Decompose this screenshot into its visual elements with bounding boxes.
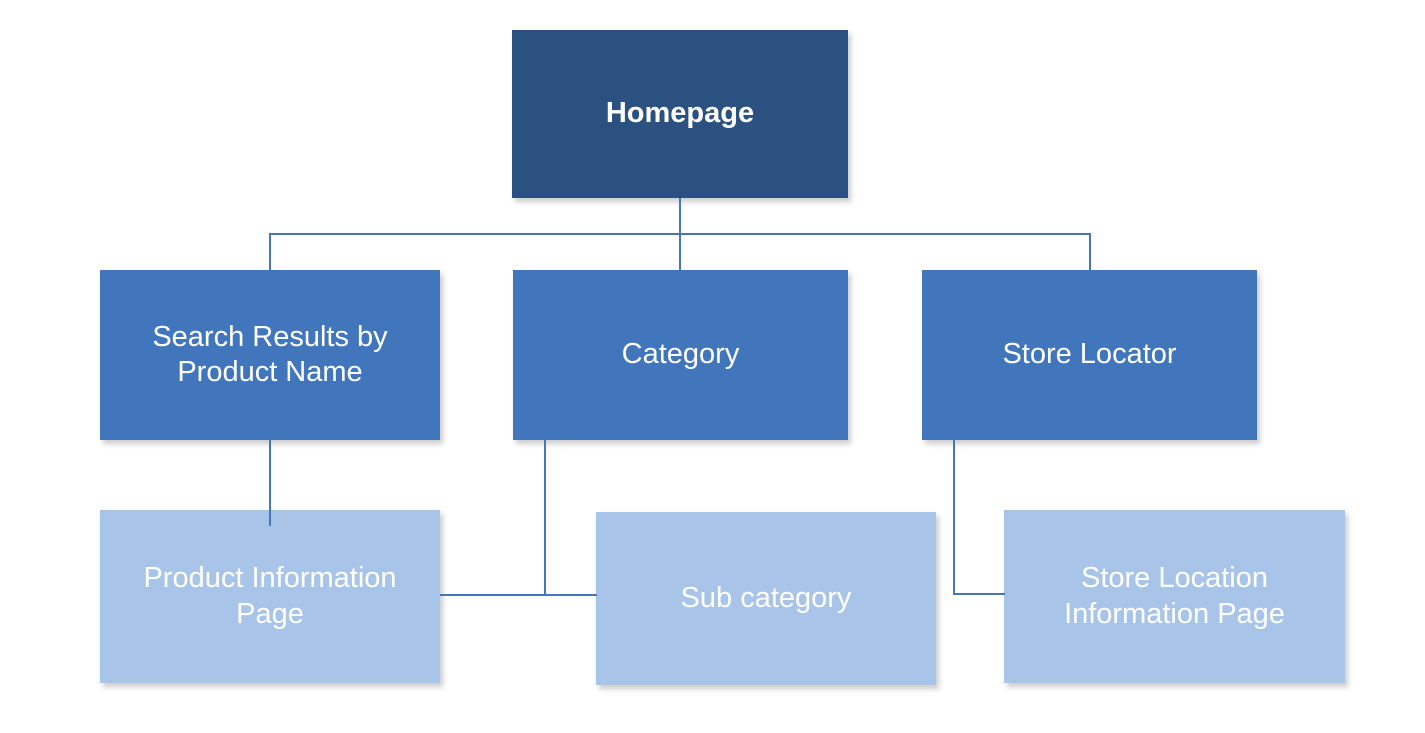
node-store-locator: Store Locator (922, 270, 1257, 440)
node-store-locator-label: Store Locator (1002, 338, 1177, 371)
node-category: Category (513, 270, 848, 440)
node-sub-category-label: Sub category (680, 581, 852, 614)
node-product-info-label: Product Information Page (143, 562, 397, 630)
node-search-results-label: Search Results by Product Name (152, 320, 388, 388)
node-store-location-information-page: Store Location Information Page (1004, 510, 1345, 683)
node-homepage-label: Homepage (605, 97, 755, 130)
node-search-results-by-product-name: Search Results by Product Name (100, 270, 440, 440)
node-product-information-page: Product Information Page (100, 510, 440, 683)
node-homepage: Homepage (512, 30, 848, 198)
node-category-label: Category (621, 338, 740, 371)
node-sub-category: Sub category (596, 512, 936, 685)
node-store-location-info-label: Store Location Information Page (1064, 562, 1285, 630)
